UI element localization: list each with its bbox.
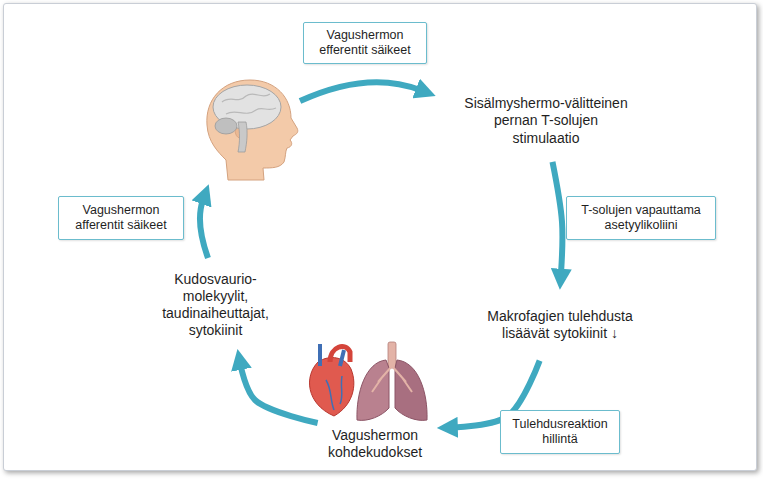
node-text: Makrofagien tulehdusta lisäävät sytokiin…	[485, 308, 635, 342]
cycle-arrow	[200, 200, 208, 258]
annotation-box: T-solujen vapauttama asetyylikoliini	[566, 196, 716, 240]
trachea	[388, 342, 396, 368]
cerebellum	[215, 118, 237, 134]
brain-folds	[222, 94, 276, 114]
cycle-arrow	[241, 366, 318, 423]
node-text: Vagushermon kohdekudokset	[315, 427, 435, 461]
cycle-arrow	[300, 82, 420, 101]
node-text: Vagushermon efferentit säikeet	[309, 28, 421, 59]
stage-text-block: Vagushermon kohdekudokset	[315, 424, 435, 464]
brainstem	[238, 122, 247, 152]
annotation-box: Tulehdusreaktion hillintä	[500, 410, 620, 454]
stage-text-block: Kudosvaurio-molekyylit, taudinaiheuttaja…	[148, 262, 283, 348]
node-text: T-solujen vapauttama asetyylikoliini	[572, 203, 710, 234]
cycle-arrow	[552, 162, 562, 273]
node-text: Sisälmyshermo-välitteinen pernan T-soluj…	[460, 95, 632, 146]
node-text: Kudosvaurio-molekyylit, taudinaiheuttaja…	[148, 271, 283, 339]
annotation-box: Vagushermon afferentit säikeet	[58, 196, 184, 240]
heart	[310, 358, 354, 416]
node-text: Vagushermon afferentit säikeet	[64, 203, 178, 234]
organs-illustration	[310, 342, 428, 420]
heart-vessels	[326, 376, 342, 410]
stage-text-block: Makrofagien tulehdusta lisäävät sytokiin…	[485, 292, 635, 358]
node-text: Tulehdusreaktion hillintä	[506, 417, 614, 448]
head-outline	[207, 80, 298, 180]
vena-cava	[320, 344, 344, 366]
head-illustration	[207, 80, 298, 180]
annotation-box: Vagushermon efferentit säikeet	[303, 22, 427, 64]
stage-text-block: Sisälmyshermo-välitteinen pernan T-soluj…	[460, 83, 632, 159]
bronchi	[372, 366, 412, 392]
